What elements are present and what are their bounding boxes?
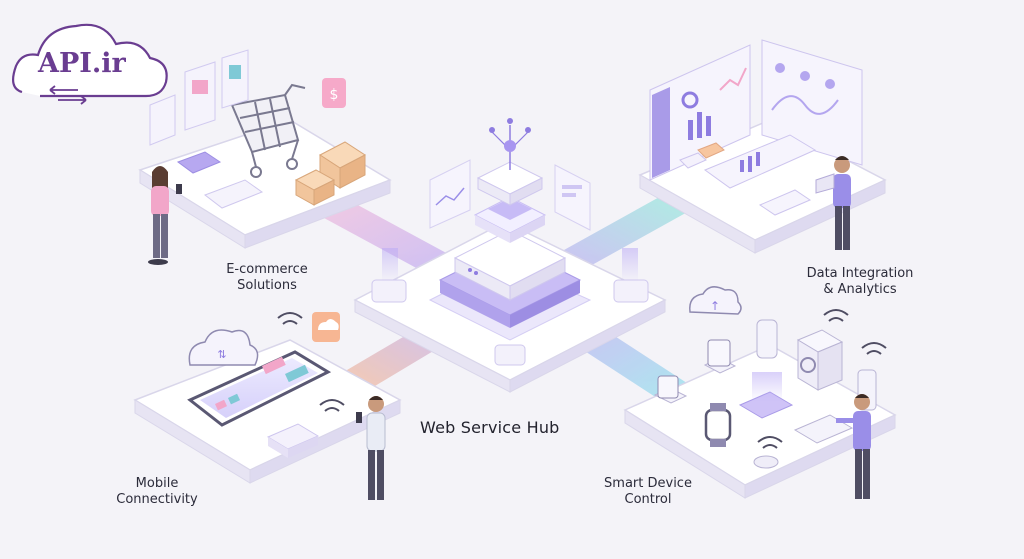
shopping-cart-icon	[230, 83, 306, 178]
stream-analytics	[555, 190, 700, 270]
smartphone-icon	[187, 350, 332, 427]
hub-pad-bottom	[494, 344, 526, 366]
mobile-platform: ⇅	[133, 312, 402, 484]
chart-icon	[681, 67, 747, 140]
ecommerce-label-line2: Solutions	[237, 278, 297, 293]
analytics-label-line1: Data Integration	[806, 266, 914, 281]
smart-device-label-line2: Control	[624, 492, 672, 507]
mobile-label-line1: Mobile	[135, 476, 179, 491]
server-icon	[438, 118, 582, 328]
hub-pad-right	[613, 279, 649, 303]
upload-cloud-icon	[689, 286, 742, 315]
ecommerce-label: E-commerce Solutions	[212, 262, 322, 294]
analytics-label-line2: & Analytics	[823, 282, 897, 297]
person-shopper	[148, 166, 182, 265]
svg-text:$: $	[330, 87, 339, 103]
analytics-platform	[638, 39, 887, 254]
ecommerce-platform: $	[138, 49, 392, 249]
dollar-icon	[322, 78, 346, 108]
box-icon	[294, 141, 366, 206]
svg-text:↑: ↑	[710, 299, 720, 313]
logo-cloud-icon	[11, 23, 168, 105]
hub-floating-panels	[429, 159, 591, 231]
logo-text[interactable]: API.ir	[38, 48, 126, 79]
hub-pad-left	[371, 279, 407, 303]
smart-device-platform: ↑	[623, 286, 897, 499]
svg-text:⇅: ⇅	[217, 348, 226, 361]
watch-icon	[704, 403, 732, 447]
analytics-label: Data Integration & Analytics	[795, 266, 925, 298]
mobile-label-line2: Connectivity	[116, 492, 198, 507]
person-device-user	[836, 394, 871, 499]
wifi-icon	[277, 309, 887, 449]
hub-title: Web Service Hub	[420, 418, 560, 437]
washing-machine-icon	[796, 329, 844, 391]
smart-speaker-icon	[756, 319, 778, 359]
product-cards	[149, 49, 249, 146]
person-mobile-user	[356, 396, 386, 500]
ecommerce-label-line1: E-commerce	[226, 262, 308, 277]
smart-device-label-line1: Smart Device	[604, 476, 692, 491]
mobile-label: Mobile Connectivity	[102, 476, 212, 508]
person-analyst	[815, 156, 851, 250]
smart-device-label: Smart Device Control	[588, 476, 708, 508]
cloud-icon: ⇅	[188, 329, 259, 366]
